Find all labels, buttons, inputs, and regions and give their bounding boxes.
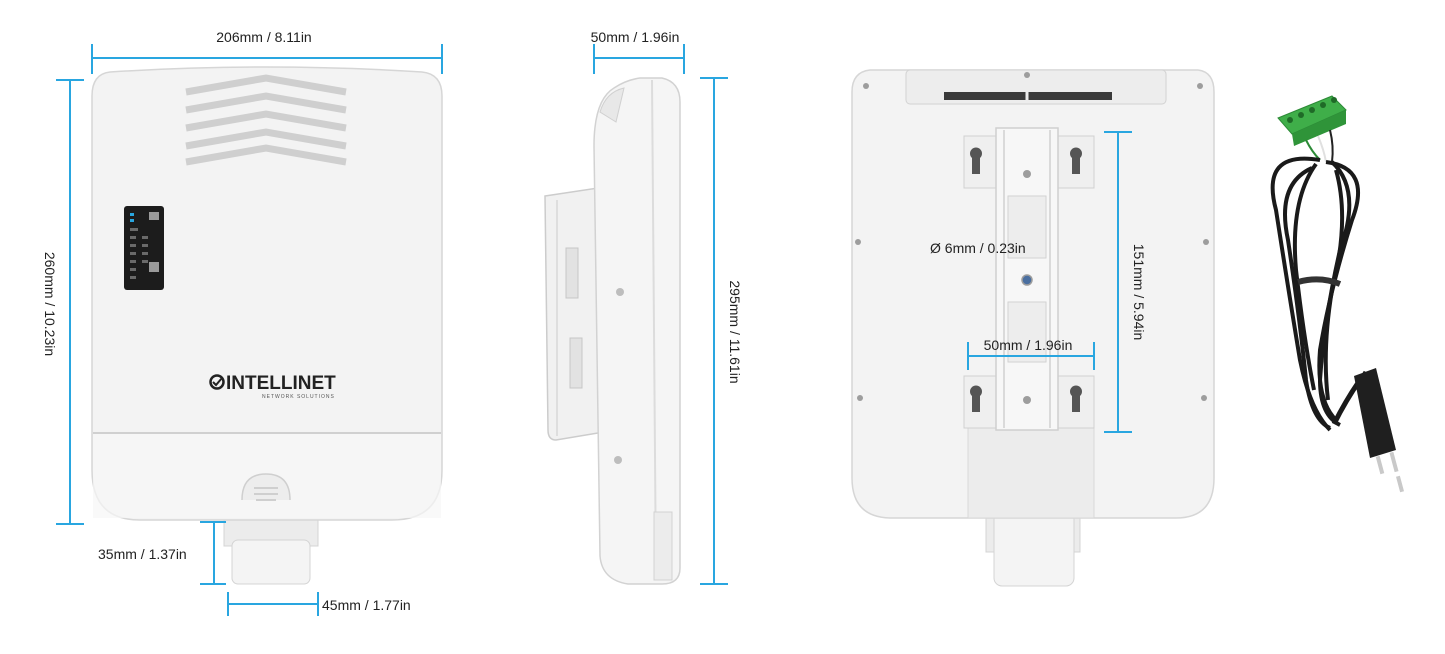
- mounting-screw-icon: [1023, 396, 1031, 404]
- side-depth-dimension: 50mm / 1.96in: [591, 29, 685, 74]
- front-height-label: 260mm / 10.23in: [42, 252, 58, 356]
- conduit-width-label: 45mm / 1.77in: [322, 597, 411, 613]
- power-plug-icon: [1354, 368, 1405, 493]
- brand-tagline: NETWORK SOLUTIONS: [262, 394, 335, 400]
- mounting-screw-icon: [616, 288, 624, 296]
- mounting-screw-icon: [1203, 239, 1209, 245]
- power-cable: [1270, 95, 1405, 493]
- front-width-label: 206mm / 8.11in: [216, 29, 311, 45]
- side-height-label: 295mm / 11.61in: [727, 280, 743, 383]
- conduit-length-label: 35mm / 1.37in: [98, 546, 187, 562]
- front-conduit-tube: [231, 539, 311, 585]
- mounting-screw-icon: [1021, 274, 1033, 286]
- cover-latch-icon: [241, 473, 291, 501]
- side-device-bottom-cap: [653, 511, 673, 581]
- front-view: INTELLINET NETWORK SOLUTIONS 206mm / 8.1…: [42, 29, 443, 616]
- side-view: 50mm / 1.96in 295mm / 11.61in: [544, 29, 743, 585]
- led-panel-icon: [124, 206, 164, 290]
- mounting-screw-icon: [855, 239, 861, 245]
- back-view: Ø 6mm / 0.23in 50mm / 1.96in 151mm / 5.9…: [851, 69, 1215, 587]
- mount-width-label: 50mm / 1.96in: [984, 337, 1073, 353]
- mounting-screw-icon: [857, 395, 863, 401]
- mounting-screw-icon: [1197, 83, 1203, 89]
- side-bracket-slot: [569, 337, 583, 389]
- side-device-edge: [651, 79, 657, 581]
- side-bracket-slot: [565, 247, 579, 299]
- front-height-dimension: 260mm / 10.23in: [42, 79, 84, 525]
- brand-logo-icon: [209, 374, 225, 390]
- side-depth-label: 50mm / 1.96in: [591, 29, 680, 45]
- mounting-screw-icon: [1023, 170, 1031, 178]
- conduit-width-dimension: 45mm / 1.77in: [227, 592, 411, 616]
- back-bracket-slot: [1007, 195, 1047, 259]
- front-width-dimension: 206mm / 8.11in: [91, 29, 443, 74]
- terminal-block-icon: [1277, 95, 1347, 146]
- side-device-top-bevel: [599, 87, 625, 123]
- vent-icon: [185, 74, 347, 166]
- mounting-screw-icon: [614, 456, 622, 464]
- side-device-body: [593, 77, 681, 585]
- mounting-screw-icon: [1201, 395, 1207, 401]
- mount-height-label: 151mm / 5.94in: [1131, 244, 1147, 341]
- back-bracket-slot: [1007, 301, 1047, 363]
- mounting-screw-icon: [863, 83, 869, 89]
- back-lower-recess: [967, 419, 1095, 519]
- brand-name: INTELLINET: [226, 373, 336, 394]
- mount-height-dimension: 151mm / 5.94in: [1104, 131, 1147, 433]
- mount-hole-label: Ø 6mm / 0.23in: [930, 240, 1026, 256]
- side-height-dimension: 295mm / 11.61in: [700, 77, 743, 585]
- mounting-screw-icon: [1024, 72, 1030, 78]
- mount-width-dimension: 50mm / 1.96in: [967, 337, 1095, 370]
- conduit-length-dimension: 35mm / 1.37in: [98, 521, 226, 585]
